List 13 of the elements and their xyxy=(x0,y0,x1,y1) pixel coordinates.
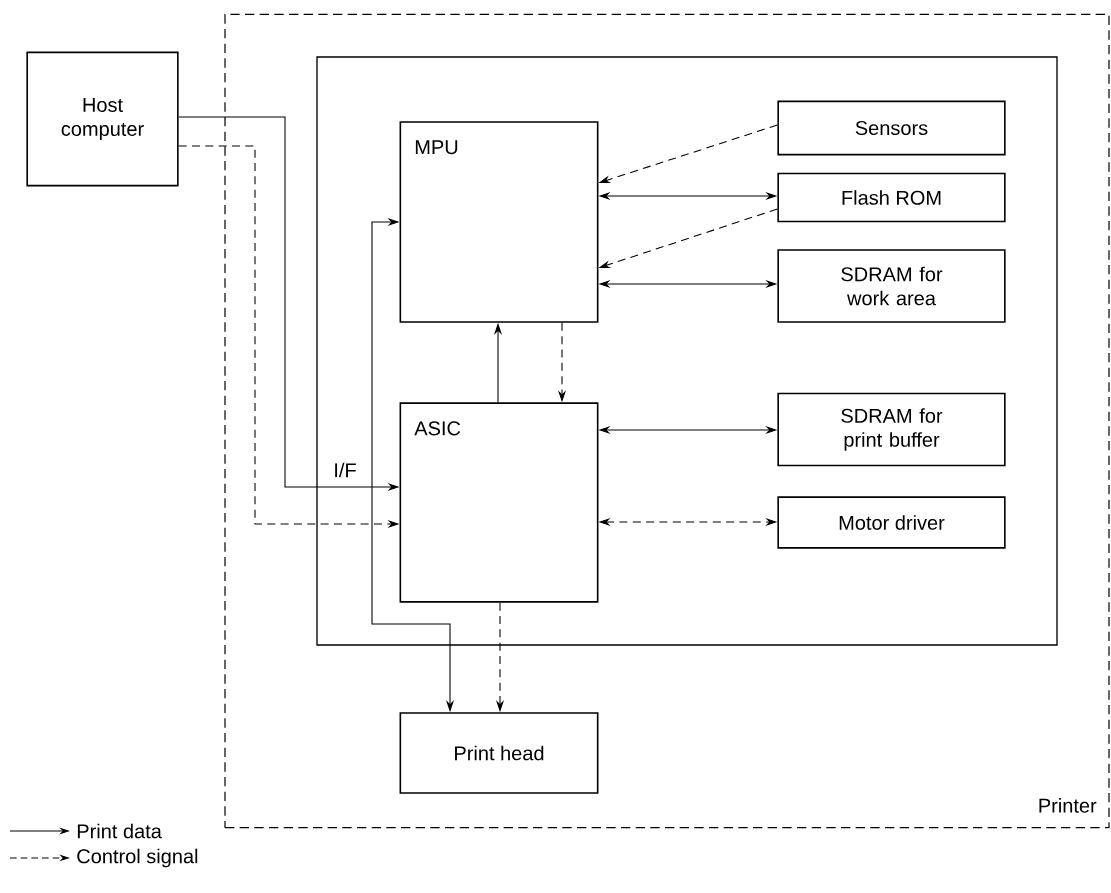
chip-box: MPU xyxy=(399,121,599,323)
board-box xyxy=(316,56,1058,646)
block-box: Motor driver xyxy=(777,496,1006,549)
block-box: Sensors xyxy=(777,100,1006,156)
legend-item: Print data xyxy=(9,823,162,839)
block-box: SDRAM for work area xyxy=(777,249,1006,323)
chip-box: ASIC xyxy=(399,402,599,603)
edge-label: I/F xyxy=(332,461,358,479)
legend-item: Control signal xyxy=(9,848,198,868)
block-box: Host computer xyxy=(26,51,179,187)
block-box: SDRAM for print buffer xyxy=(777,392,1006,467)
block-box: Flash ROM xyxy=(777,172,1006,223)
block-box: Print head xyxy=(399,712,599,794)
